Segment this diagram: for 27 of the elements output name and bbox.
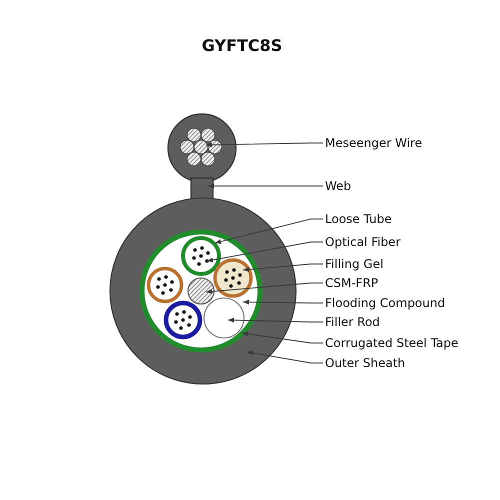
filler-rod <box>203 297 245 339</box>
part-label: Loose Tube <box>325 212 392 226</box>
part-label: Flooding Compound <box>325 296 446 310</box>
part-label: Meseenger Wire <box>325 136 422 150</box>
leader-line <box>214 218 324 244</box>
messenger-wire <box>180 128 222 166</box>
part-label: Outer Sheath <box>325 356 406 370</box>
part-label: Web <box>325 178 352 194</box>
leader-line <box>242 264 324 272</box>
leader-line <box>206 282 324 294</box>
part-label: CSM-FRP <box>325 276 378 290</box>
part-label: Optical Fiber <box>325 234 400 250</box>
loose-tube <box>181 236 221 276</box>
leader-line <box>228 318 324 323</box>
strength-member <box>187 277 215 305</box>
outer-sheath <box>109 197 297 385</box>
part-label: Filling Gel <box>325 256 384 272</box>
leader-line <box>208 184 324 188</box>
leader-line <box>242 331 324 344</box>
optical-fiber <box>205 259 209 263</box>
part-label: Filler Rod <box>325 314 380 330</box>
leader-line <box>246 350 324 364</box>
leader-line <box>242 300 324 305</box>
leader-line <box>206 242 324 262</box>
part-label: Corrugated Steel Tape <box>325 336 458 350</box>
leader-line <box>206 142 324 148</box>
title: GYFTC8S <box>202 36 282 55</box>
